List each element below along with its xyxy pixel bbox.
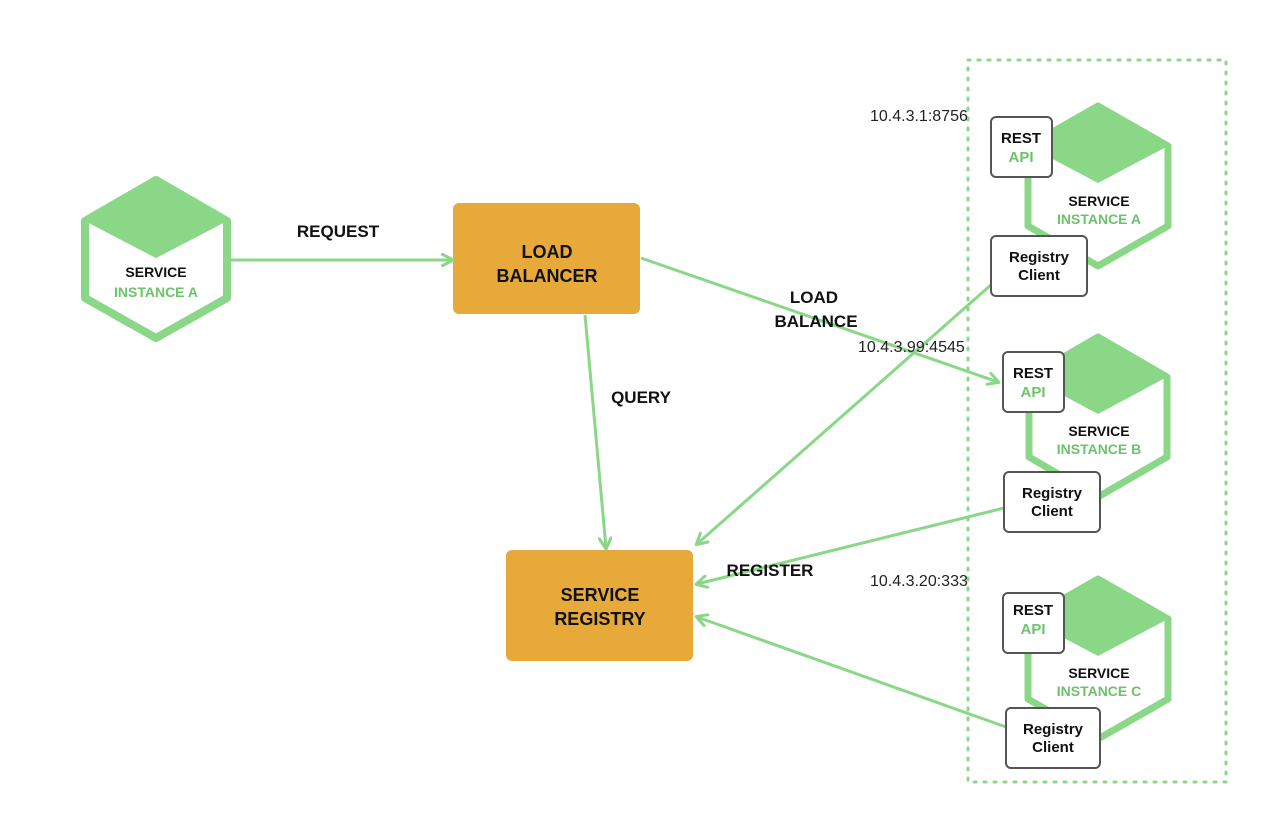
- instance-a-registry-label: Registry: [1009, 249, 1070, 266]
- instance-a-api-label: API: [1008, 149, 1033, 166]
- instance-b-service-label: SERVICE: [1068, 423, 1129, 439]
- instance-a-client-label: Client: [1018, 267, 1060, 284]
- instance-b-registry-label: Registry: [1022, 485, 1083, 502]
- instance-c-api-label: API: [1020, 621, 1045, 638]
- instance-c-rest-box: [1002, 592, 1065, 654]
- instance-a-ip: 10.4.3.1:8756: [870, 108, 968, 125]
- instance-c-instance-label: INSTANCE C: [1057, 683, 1142, 699]
- load-balancer-label-2: BALANCER: [497, 266, 598, 286]
- instance-a-rest-box: [990, 116, 1053, 178]
- load-balance-label-2: BALANCE: [774, 312, 857, 331]
- register-arrow-b: [697, 506, 1005, 584]
- instance-c-rest-label: REST: [1013, 602, 1053, 619]
- service-instance-a: 10.4.3.1:8756 SERVICE INSTANCE A REST AP…: [870, 102, 1172, 297]
- instance-b-rest-box: [1002, 351, 1065, 413]
- register-arrow-a: [697, 282, 993, 544]
- client-service-node: SERVICE INSTANCE A: [81, 176, 231, 342]
- instance-a-registry-client-box: [990, 235, 1088, 297]
- instance-b-client-label: Client: [1031, 503, 1073, 520]
- client-service-label: SERVICE: [125, 264, 186, 280]
- service-registry-label-2: REGISTRY: [554, 609, 645, 629]
- instance-c-client-label: Client: [1032, 739, 1074, 756]
- instance-a-rest-label: REST: [1001, 130, 1041, 147]
- instance-c-ip: 10.4.3.20:333: [870, 573, 968, 590]
- register-arrow-c: [697, 617, 1007, 729]
- query-arrow: [583, 314, 606, 548]
- instance-b-rest-label: REST: [1013, 365, 1053, 382]
- service-registry-label-1: SERVICE: [561, 585, 640, 605]
- instance-b-registry-client-box: [1003, 471, 1101, 533]
- load-balance-label-1: LOAD: [790, 288, 838, 307]
- instance-a-service-label: SERVICE: [1068, 193, 1129, 209]
- instance-b-api-label: API: [1020, 384, 1045, 401]
- load-balance-arrow: [640, 256, 998, 382]
- service-registry-box: SERVICE REGISTRY: [506, 550, 693, 661]
- instance-b-ip: 10.4.3.99:4545: [858, 339, 965, 356]
- instance-c-service-label: SERVICE: [1068, 665, 1129, 681]
- request-label: REQUEST: [297, 222, 380, 241]
- instance-b-instance-label: INSTANCE B: [1057, 441, 1142, 457]
- instance-a-instance-label: INSTANCE A: [1057, 211, 1141, 227]
- instance-c-registry-client-box: [1005, 707, 1101, 769]
- instances-boundary: [966, 58, 1228, 784]
- load-balancer-label-1: LOAD: [522, 242, 573, 262]
- load-balancer-box: LOAD BALANCER: [453, 203, 640, 314]
- service-instance-b: 10.4.3.99:4545 SERVICE INSTANCE B REST A…: [858, 333, 1171, 533]
- register-label: REGISTER: [727, 561, 814, 580]
- query-label: QUERY: [611, 388, 671, 407]
- service-instance-c: 10.4.3.20:333 SERVICE INSTANCE C REST AP…: [870, 573, 1172, 769]
- client-instance-label: INSTANCE A: [114, 284, 198, 300]
- instance-c-registry-label: Registry: [1023, 721, 1084, 738]
